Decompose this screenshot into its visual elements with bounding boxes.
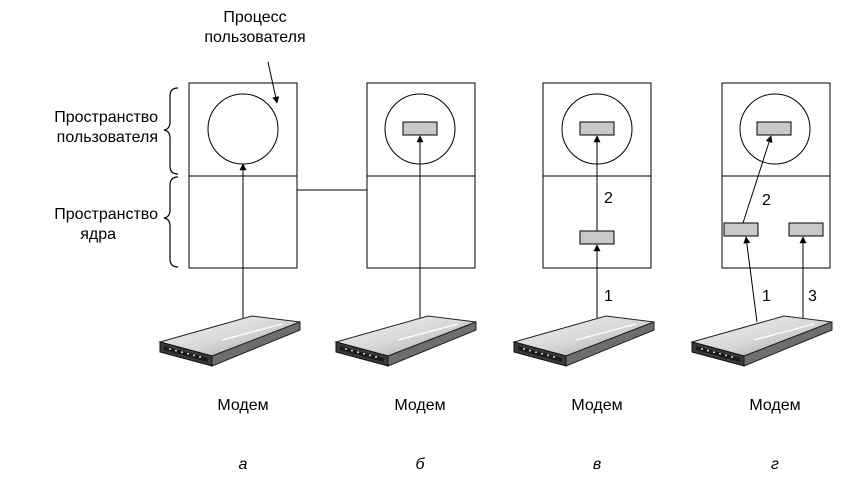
kernel-space-box <box>366 175 476 269</box>
panel-c-step-1: 1 <box>604 288 613 305</box>
user-space-label-line2: пользователя <box>56 129 158 146</box>
panel-c-step-2: 2 <box>604 190 613 207</box>
modem-image <box>335 315 477 367</box>
kernel-space-box <box>721 175 831 269</box>
user-buffer <box>579 121 615 136</box>
step-1-arrow <box>743 236 758 323</box>
panel-d-step-2: 2 <box>762 192 771 209</box>
panel-a-device-label: Модем <box>217 397 269 414</box>
user-space-label: Пространство пользователя <box>0 108 158 148</box>
user-buffer <box>756 121 792 136</box>
kernel-buffer-2 <box>788 222 824 237</box>
user-process-circle <box>739 93 811 165</box>
process-pointer-arrow <box>267 61 280 104</box>
panel-c-device-label: Модем <box>571 397 623 414</box>
kernel-buffer-1 <box>723 222 759 237</box>
user-space-label-line1: Пространство <box>54 109 158 126</box>
panel-c <box>513 82 655 367</box>
kernel-space-label-line2: ядра <box>80 226 116 243</box>
panel-b-letter: б <box>415 456 425 473</box>
panel-c-letter: в <box>592 456 602 473</box>
kernel-buffer <box>579 230 615 245</box>
kernel-space-label-line1: Пространство <box>54 206 158 223</box>
kernel-space-label: Пространство ядра <box>0 205 158 245</box>
user-process-label: Процесс пользователя <box>195 8 315 48</box>
modem-image <box>513 315 655 367</box>
panel-d <box>691 82 833 367</box>
panel-d-step-3: 3 <box>808 288 817 305</box>
user-space-brace <box>163 87 179 175</box>
panel-d-step-1: 1 <box>762 288 771 305</box>
user-space-box <box>188 82 298 177</box>
panel-d-letter: г <box>771 456 779 473</box>
kernel-space-brace <box>163 176 179 268</box>
panel-a <box>159 61 301 367</box>
step-2-arrow <box>742 135 773 224</box>
panel-a-letter: а <box>238 456 248 473</box>
panel-b <box>335 82 477 367</box>
user-buffer <box>402 121 438 136</box>
user-process-label-line2: пользователя <box>204 29 306 46</box>
user-process-circle <box>207 93 279 165</box>
panel-d-device-label: Модем <box>749 397 801 414</box>
user-process-label-line1: Процесс <box>223 9 287 26</box>
modem-image <box>691 315 833 367</box>
panel-b-device-label: Модем <box>394 397 446 414</box>
modem-image <box>159 315 301 367</box>
